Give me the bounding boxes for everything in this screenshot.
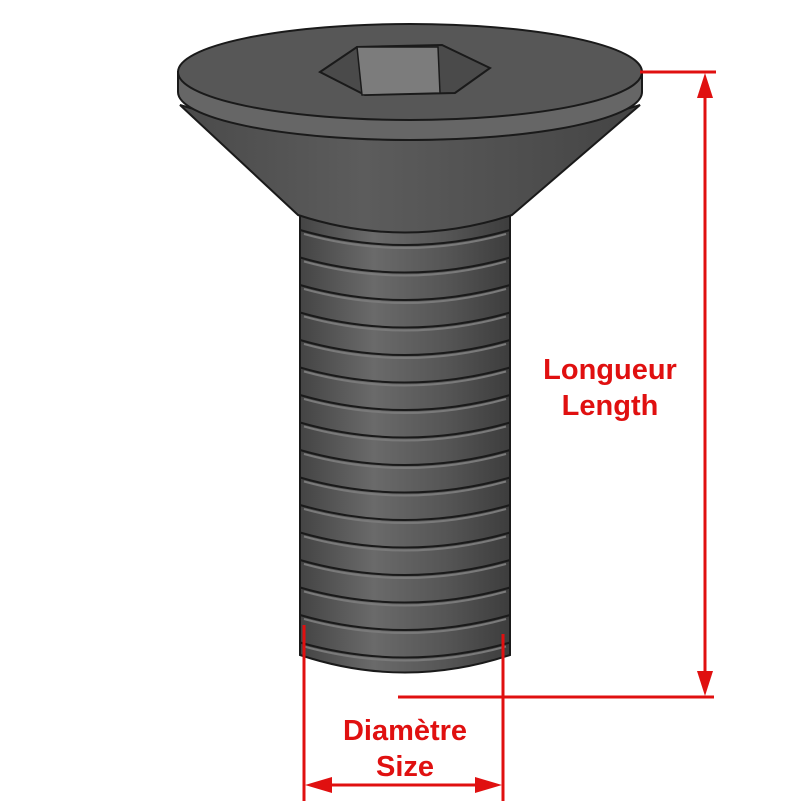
size-label: Diamètre Size	[305, 713, 505, 785]
thread-highlight	[303, 343, 507, 359]
thread-ridge	[299, 614, 511, 631]
thread-highlight	[303, 370, 507, 387]
length-label-fr: Longueur	[543, 354, 677, 386]
thread-highlight	[303, 288, 507, 304]
screw-shank	[299, 214, 511, 674]
thread-highlight	[303, 645, 507, 662]
arrow-right-icon	[475, 777, 502, 793]
length-label: Longueur Length	[505, 352, 715, 424]
thread-ridge	[299, 311, 511, 329]
thread-highlight	[303, 233, 507, 249]
thread-highlight	[303, 260, 507, 277]
thread-highlight	[303, 315, 507, 332]
arrow-up-icon	[697, 73, 713, 98]
thread-ridge	[299, 559, 511, 576]
thread-highlight	[303, 563, 507, 579]
thread-ridge	[299, 394, 511, 411]
screw-threads	[299, 229, 511, 662]
arrow-down-icon	[697, 671, 713, 696]
thread-highlight	[303, 508, 507, 524]
thread-ridge	[299, 641, 511, 659]
thread-ridge	[299, 229, 511, 246]
thread-ridge	[299, 449, 511, 466]
thread-ridge	[299, 504, 511, 521]
thread-highlight	[303, 480, 507, 497]
thread-highlight	[303, 590, 507, 607]
screw	[177, 23, 643, 674]
size-label-en: Size	[375, 751, 435, 783]
thread-ridge	[299, 476, 511, 494]
thread-ridge	[299, 531, 511, 549]
thread-ridge	[299, 586, 511, 604]
thread-highlight	[303, 398, 507, 414]
thread-highlight	[303, 425, 507, 442]
thread-highlight	[303, 535, 507, 552]
hex-socket-icon	[318, 43, 492, 97]
thread-ridge	[299, 284, 511, 301]
thread-highlight	[303, 453, 507, 469]
thread-ridge	[299, 339, 511, 356]
size-label-fr: Diamètre	[342, 715, 468, 747]
thread-ridge	[299, 366, 511, 384]
thread-ridge	[299, 256, 511, 274]
thread-highlight	[303, 618, 507, 634]
thread-ridge	[299, 421, 511, 439]
arrow-left-icon	[305, 777, 332, 793]
length-label-en: Length	[561, 390, 659, 422]
dimension-lines	[302, 70, 716, 801]
